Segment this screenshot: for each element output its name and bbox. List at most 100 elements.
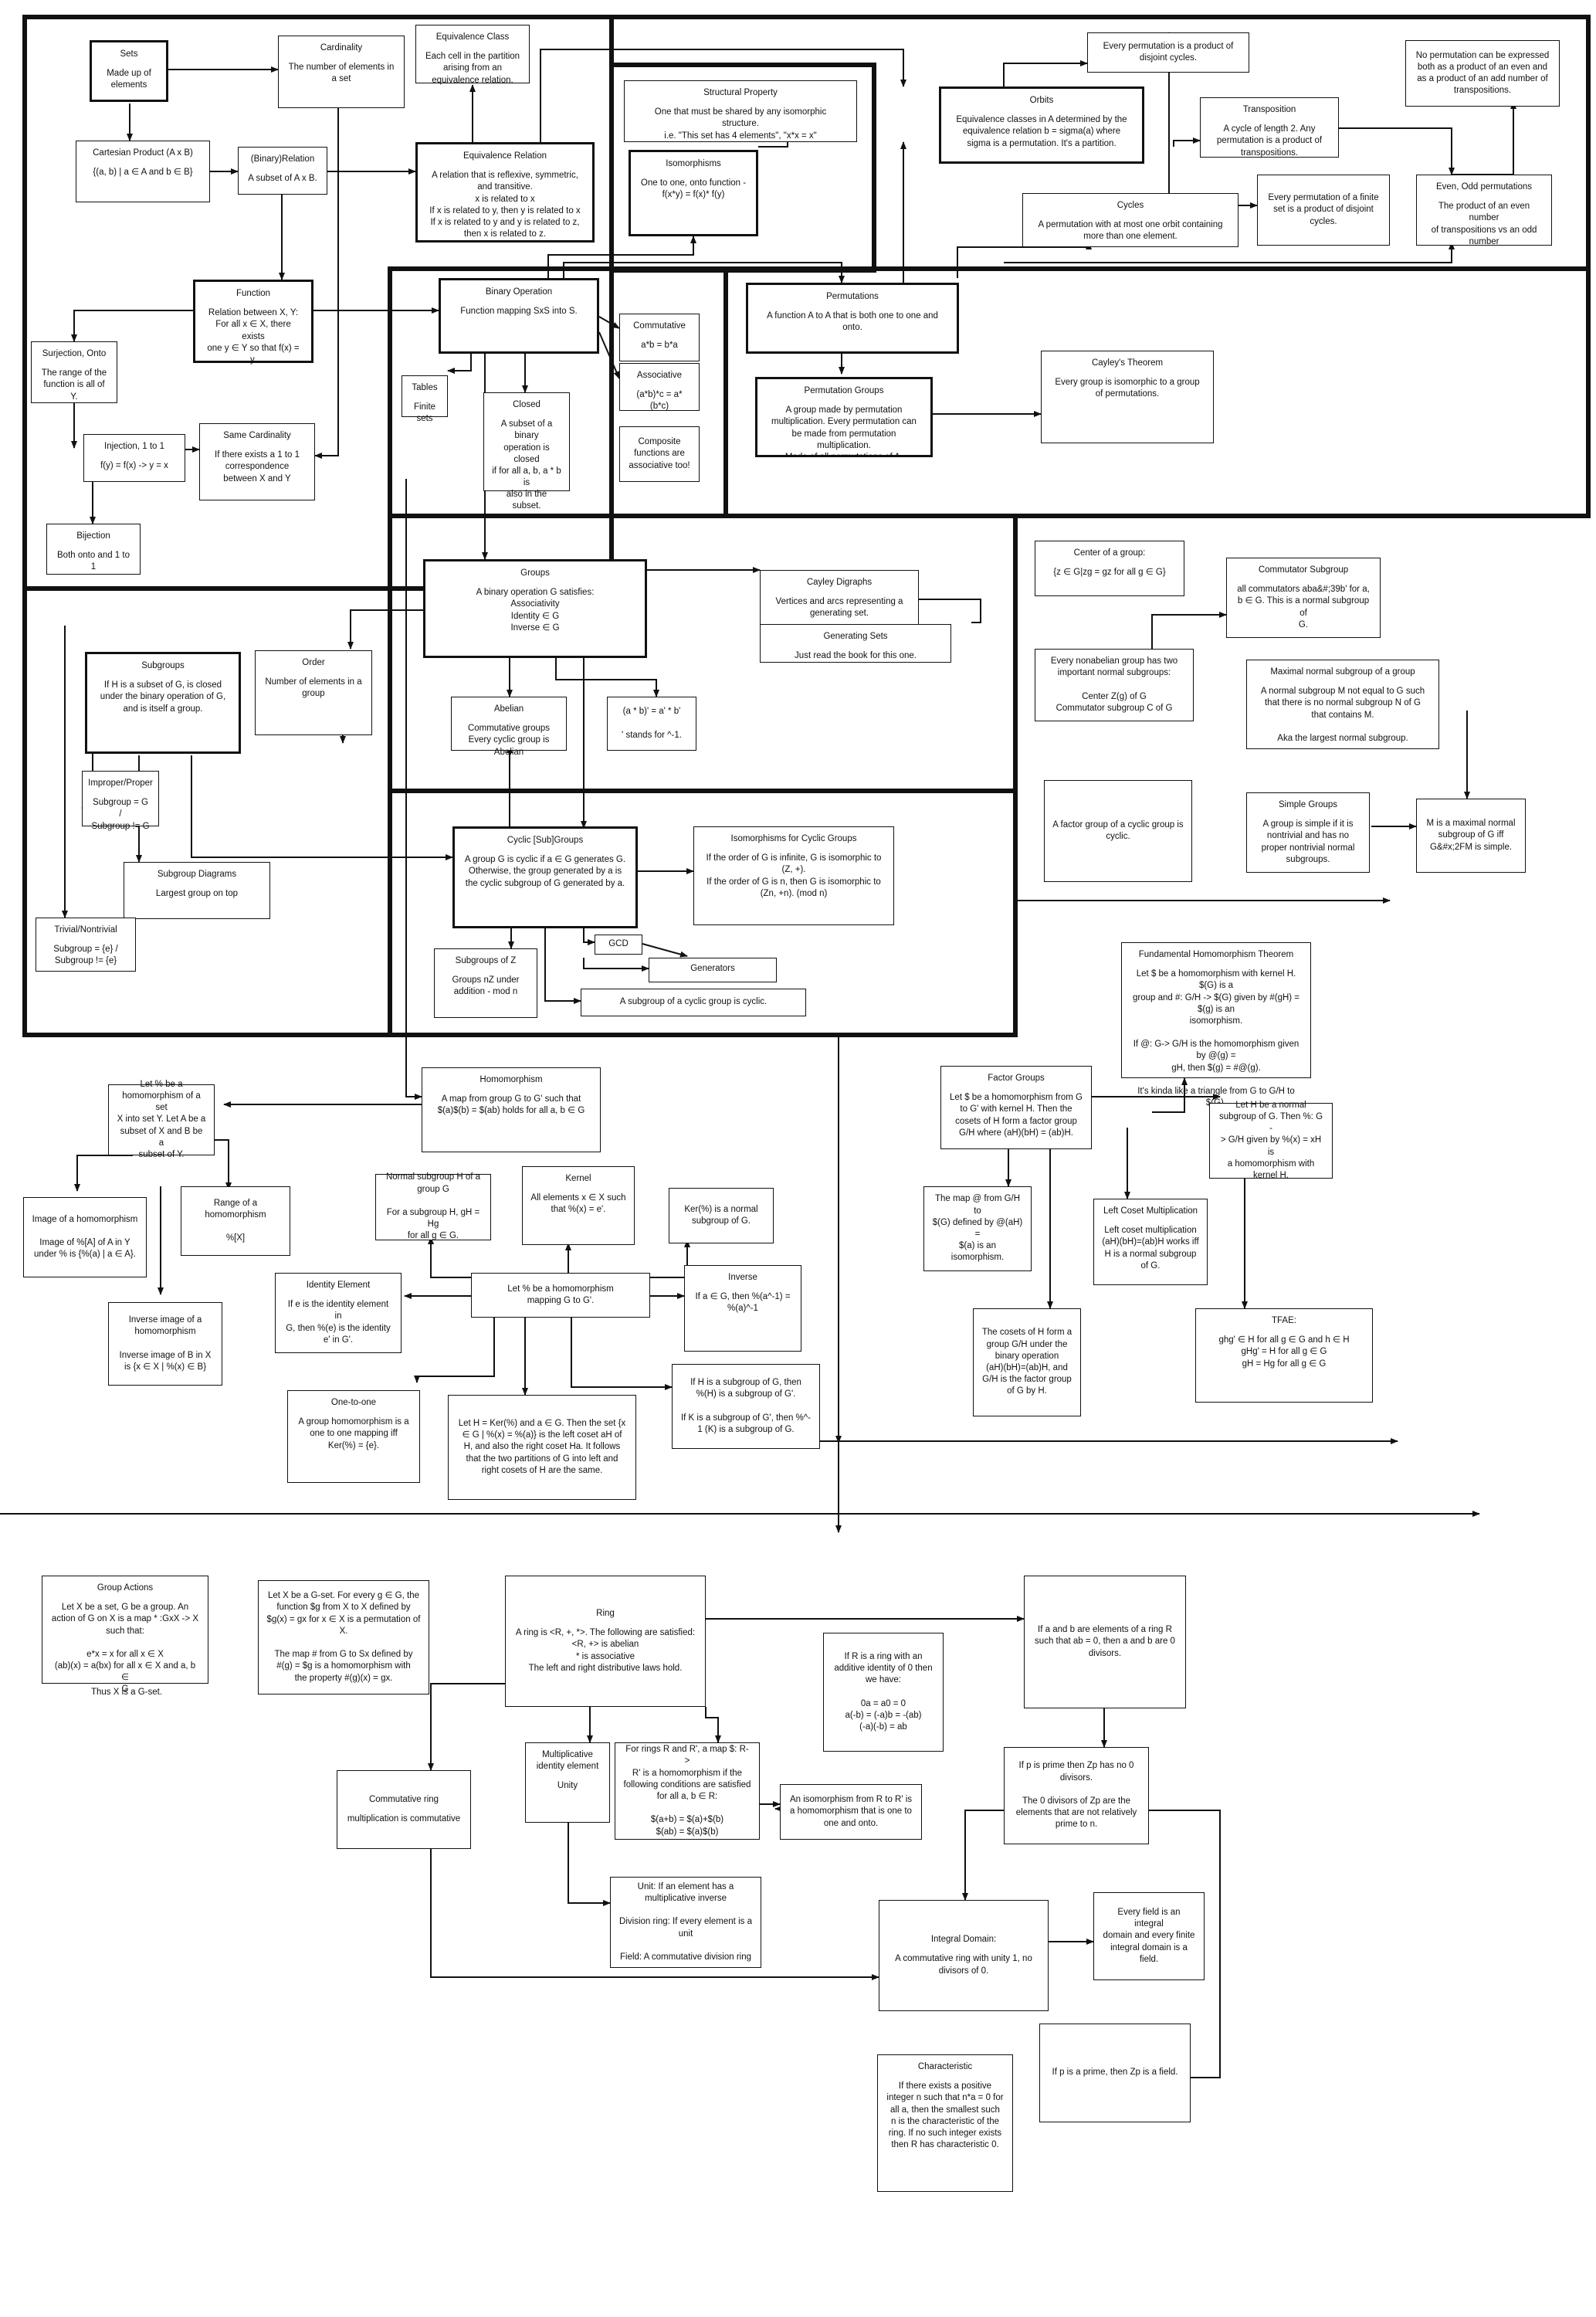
m-maximal-node[interactable]: M is a maximal normal subgroup of G iff … xyxy=(1416,799,1526,873)
group-actions-body: Let X be a set, G be a group. An action … xyxy=(51,1603,199,1694)
every-perm-finite-node[interactable]: Every permutation of a finite set is a p… xyxy=(1257,175,1390,246)
subgroup-cyclic-node[interactable]: A subgroup of a cyclic group is cyclic. xyxy=(581,989,806,1016)
injection-body: f(y) = f(x) -> y = x xyxy=(100,461,168,471)
identity-element-node[interactable]: Identity Element If e is the identity el… xyxy=(275,1273,402,1353)
rings-hom-node[interactable]: For rings R and R', a map $: R-> R' is a… xyxy=(615,1742,760,1840)
zp-field-node[interactable]: If p is a prime, then Zp is a field. xyxy=(1039,2024,1191,2122)
generating-sets-node[interactable]: Generating Sets Just read the book for t… xyxy=(760,624,951,663)
left-coset-node[interactable]: Left Coset Multiplication Left coset mul… xyxy=(1093,1199,1208,1285)
unit-node[interactable]: Unit: If an element has a multiplicative… xyxy=(610,1877,761,1968)
map-g-h-body: The map @ from G/H to $(G) defined by @(… xyxy=(932,1194,1023,1263)
permutation-groups-title: Permutation Groups xyxy=(804,386,884,395)
subgroups-node[interactable]: Subgroups If H is a subset of G, is clos… xyxy=(85,652,241,754)
homomorphism-node[interactable]: Homomorphism A map from group G to G' su… xyxy=(422,1067,601,1152)
let-h-ker-node[interactable]: Let H = Ker(%) and a ∈ G. Then the set {… xyxy=(448,1395,636,1500)
closed-node[interactable]: Closed A subset of a binary operation is… xyxy=(483,392,570,511)
binary-relation-node[interactable]: (Binary)Relation A subset of A x B. xyxy=(238,147,327,195)
structural-property-node[interactable]: Structural Property One that must be sha… xyxy=(624,80,857,142)
factor-cyclic-node[interactable]: A factor group of a cyclic group is cycl… xyxy=(1044,780,1192,882)
composite-functions-node[interactable]: Composite functions are associative too! xyxy=(619,426,700,482)
let-h-normal-node[interactable]: Let H be a normal subgroup of G. Then %:… xyxy=(1209,1101,1333,1180)
group-actions-node[interactable]: Group Actions Let X be a set, G be a gro… xyxy=(42,1576,208,1694)
isomorphisms-node[interactable]: Isomorphisms One to one, onto function -… xyxy=(629,150,758,236)
factor-groups-node[interactable]: Factor Groups Let $ be a homomorphism fr… xyxy=(940,1066,1092,1149)
nonabelian-node[interactable]: Every nonabelian group has two important… xyxy=(1035,649,1194,721)
subgroup-diagrams-node[interactable]: Subgroup Diagrams Largest group on top xyxy=(124,862,270,919)
transposition-node[interactable]: Transposition A cycle of length 2. Any p… xyxy=(1200,97,1339,158)
wire-groups-gen-loop xyxy=(911,599,981,623)
groups-node[interactable]: Groups A binary operation G satisfies: A… xyxy=(423,559,647,658)
improper-proper-node[interactable]: Improper/Proper Subgroup = G / Subgroup … xyxy=(82,771,159,831)
map-g-h-node[interactable]: The map @ from G/H to $(G) defined by @(… xyxy=(923,1186,1032,1271)
inverse-node[interactable]: Inverse If a ∈ G, then %(a^-1) = %(a)^-1 xyxy=(684,1265,801,1352)
permutation-groups-node[interactable]: Permutation Groups A group made by permu… xyxy=(755,377,933,457)
wire-zp-integral xyxy=(962,1810,1004,1901)
characteristic-node[interactable]: Characteristic If there exists a positiv… xyxy=(877,2054,1013,2192)
rings-hom-body: For rings R and R', a map $: R-> R' is a… xyxy=(623,1745,751,1837)
cycles-node[interactable]: Cycles A permutation with at most one or… xyxy=(1022,193,1239,247)
zp-prime-node[interactable]: If p is prime then Zp has no 0 divisors.… xyxy=(1004,1747,1149,1844)
sets-node[interactable]: Sets Made up of elements xyxy=(90,40,168,102)
permutations-node[interactable]: Permutations A function A to A that is b… xyxy=(746,283,959,354)
cayley-digraphs-node[interactable]: Cayley Digraphs Vertices and arcs repres… xyxy=(760,570,919,627)
equivalence-class-node[interactable]: Equivalence Class Each cell in the parti… xyxy=(415,25,530,85)
cyclic-subgroups-node[interactable]: Cyclic [Sub]Groups A group G is cyclic i… xyxy=(452,826,638,928)
surjection-node[interactable]: Surjection, Onto The range of the functi… xyxy=(31,341,117,403)
simple-groups-node[interactable]: Simple Groups A group is simple if it is… xyxy=(1246,792,1370,873)
let-pct-hom-node[interactable]: Let % be a homomorphism mapping G to G'. xyxy=(471,1273,650,1318)
injection-node[interactable]: Injection, 1 to 1 f(y) = f(x) -> y = x xyxy=(83,434,185,482)
inverse-image-node[interactable]: Inverse image of a homomorphism Inverse … xyxy=(108,1302,222,1386)
center-node[interactable]: Center of a group: {z ∈ G|zg = gz for al… xyxy=(1035,541,1184,596)
range-hom-node[interactable]: Range of a homomorphism %[X] xyxy=(181,1186,290,1256)
commutative-ring-node[interactable]: Commutative ring multiplication is commu… xyxy=(337,1770,471,1849)
every-perm-disjoint-node[interactable]: Every permutation is a product of disjoi… xyxy=(1087,32,1249,73)
fht-node[interactable]: Fundamental Homomorphism Theorem Let $ b… xyxy=(1121,942,1311,1108)
normal-subgroup-node[interactable]: Normal subgroup H of a group G For a sub… xyxy=(375,1172,491,1240)
inverse-note-node[interactable]: (a * b)' = a' * b' ' stands for ^-1. xyxy=(607,697,696,751)
if-h-subgroup-node[interactable]: If H is a subgroup of G, then %(H) is a … xyxy=(672,1364,820,1449)
ker-normal-node[interactable]: Ker(%) is a normal subgroup of G. xyxy=(669,1188,774,1243)
orbits-node[interactable]: Orbits Equivalence classes in A determin… xyxy=(939,87,1144,164)
no-perm-even-odd-node[interactable]: No permutation can be expressed both as … xyxy=(1405,40,1560,107)
zero-divisors-node[interactable]: If a and b are elements of a ring R such… xyxy=(1024,1576,1186,1708)
gcd-node[interactable]: GCD xyxy=(595,935,642,955)
maximal-normal-node[interactable]: Maximal normal subgroup of a group A nor… xyxy=(1246,660,1439,749)
commutative-node[interactable]: Commutative a*b = b*a xyxy=(619,314,700,361)
cosets-form-node[interactable]: The cosets of H form a group G/H under t… xyxy=(973,1308,1081,1416)
ring-node[interactable]: Ring A ring is <R, +, *>. The following … xyxy=(505,1576,706,1707)
left-coset-title: Left Coset Multiplication xyxy=(1103,1206,1198,1216)
injection-title: Injection, 1 to 1 xyxy=(104,442,164,451)
binary-operation-node[interactable]: Binary Operation Function mapping SxS in… xyxy=(439,278,599,354)
generators-node[interactable]: Generators xyxy=(649,958,777,982)
order-node[interactable]: Order Number of elements in a group xyxy=(255,650,372,735)
r-additive-node[interactable]: If R is a ring with an additive identity… xyxy=(823,1633,944,1752)
cayleys-theorem-node[interactable]: Cayley's Theorem Every group is isomorph… xyxy=(1041,351,1214,443)
bijection-node[interactable]: Bijection Both onto and 1 to 1 xyxy=(46,524,141,575)
cardinality-node[interactable]: Cardinality The number of elements in a … xyxy=(278,36,405,108)
associative-node[interactable]: Associative (a*b)*c = a*(b*c) xyxy=(619,363,700,411)
iso-cyclic-node[interactable]: Isomorphisms for Cyclic Groups If the or… xyxy=(693,826,894,925)
tables-node[interactable]: Tables Finite sets xyxy=(402,375,448,423)
integral-domain-node[interactable]: Integral Domain: A commutative ring with… xyxy=(879,1900,1049,2011)
equivalence-relation-node[interactable]: Equivalence Relation A relation that is … xyxy=(415,142,595,243)
one-to-one-node[interactable]: One-to-one A group homomorphism is a one… xyxy=(287,1390,420,1483)
function-node[interactable]: Function Relation between X, Y: For all … xyxy=(193,280,313,365)
let-pct-node[interactable]: Let % be a homomorphism of a set X into … xyxy=(108,1080,215,1159)
tfae-node[interactable]: TFAE: ghg' ∈ H for all g ∈ G and h ∈ H g… xyxy=(1195,1308,1373,1403)
kernel-body: All elements x ∈ X such that %(x) = e'. xyxy=(530,1193,626,1215)
subgroups-of-z-node[interactable]: Subgroups of Z Groups nZ under addition … xyxy=(434,948,537,1018)
even-odd-node[interactable]: Even, Odd permutations The product of an… xyxy=(1416,175,1552,246)
groups-title: Groups xyxy=(520,568,550,578)
trivial-node[interactable]: Trivial/Nontrivial Subgroup = {e} / Subg… xyxy=(36,918,136,972)
same-cardinality-node[interactable]: Same Cardinality If there exists a 1 to … xyxy=(199,423,315,500)
g-set-node[interactable]: Let X be a G-set. For every g ∈ G, the f… xyxy=(258,1580,429,1694)
image-hom-node[interactable]: Image of a homomorphism Image of %[A] of… xyxy=(23,1197,147,1277)
commutator-node[interactable]: Commutator Subgroup all commutators aba&… xyxy=(1226,558,1381,638)
kernel-node[interactable]: Kernel All elements x ∈ X such that %(x)… xyxy=(522,1166,635,1245)
abelian-node[interactable]: Abelian Commutative groups Every cyclic … xyxy=(451,697,567,757)
mult-identity-node[interactable]: Multiplicative identity element Unity xyxy=(525,1742,610,1823)
structural-property-title: Structural Property xyxy=(703,88,778,97)
iso-rings-node[interactable]: An isomorphism from R to R' is a homomor… xyxy=(780,1784,922,1840)
every-field-node[interactable]: Every field is an integral domain and ev… xyxy=(1093,1892,1205,1980)
cartesian-product-node[interactable]: Cartesian Product (A x B) {(a, b) | a ∈ … xyxy=(76,141,210,202)
